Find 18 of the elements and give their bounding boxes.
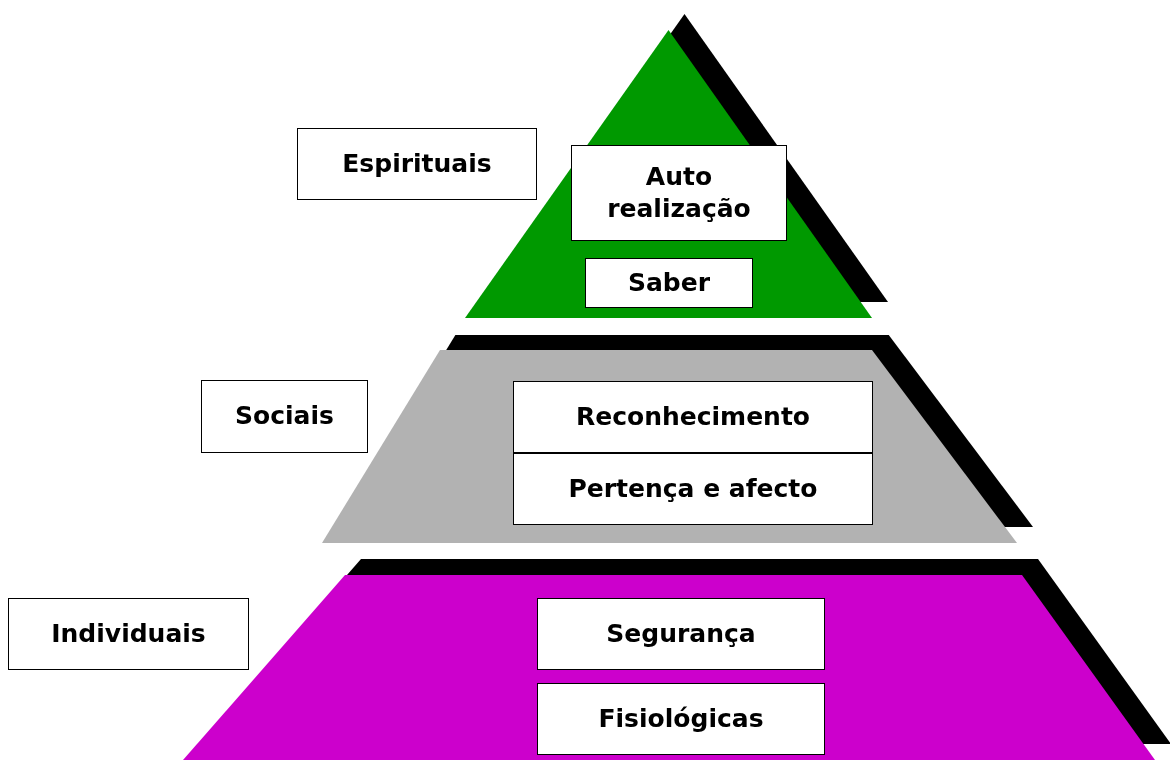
- need-box: [513, 381, 873, 453]
- need-box: [585, 258, 753, 308]
- category-box: [8, 598, 249, 670]
- category-label: Individuais: [51, 617, 206, 650]
- need-label: Saber: [627, 266, 711, 299]
- need-box: [513, 453, 873, 525]
- category-label: Espirituais: [342, 147, 492, 180]
- need-label: Auto realização: [606, 160, 752, 225]
- category-label: Sociais: [235, 400, 334, 433]
- need-box: [537, 683, 825, 755]
- category-box: [297, 128, 537, 200]
- need-box: [571, 145, 787, 241]
- need-label: Fisiológicas: [598, 702, 764, 735]
- need-label: Segurança: [606, 617, 756, 650]
- need-label: Reconhecimento: [575, 400, 811, 433]
- category-box: [201, 380, 368, 453]
- need-label: Pertença e afecto: [568, 472, 818, 505]
- need-box: [537, 598, 825, 670]
